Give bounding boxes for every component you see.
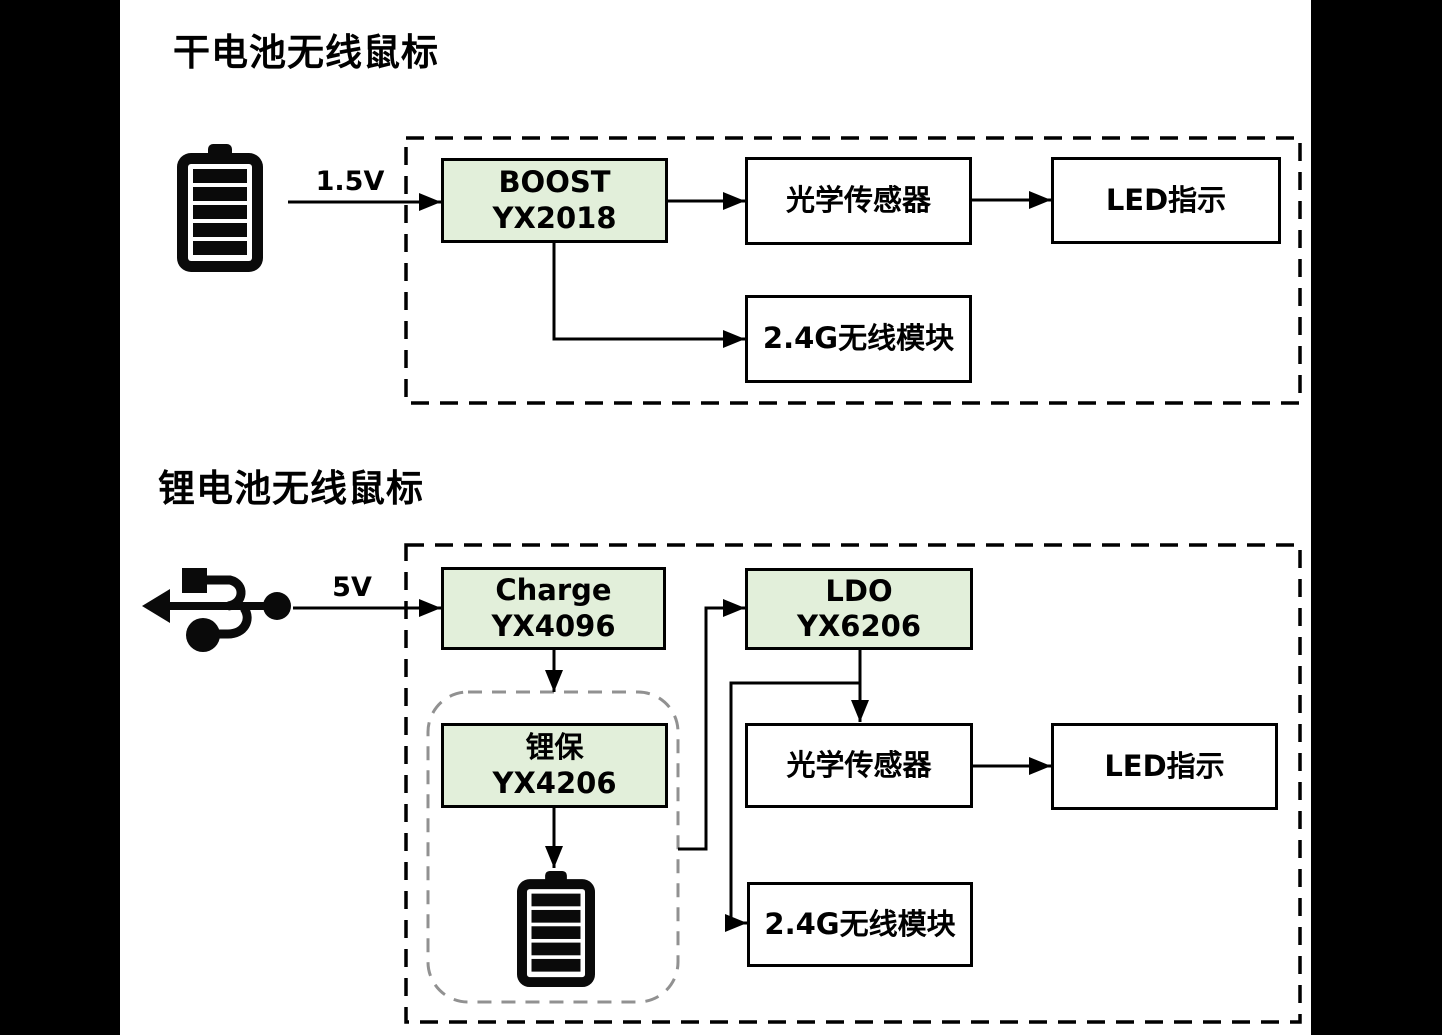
ldo-yx6206-box: LDO YX6206 — [745, 568, 973, 650]
optical-sensor-label-1: 光学传感器 — [785, 183, 931, 218]
charge-yx4096-box: Charge YX4096 — [441, 567, 666, 650]
led-indicator-box-1: LED指示 — [1051, 157, 1281, 244]
protection-label-line1: 锂保 — [525, 730, 584, 765]
wire-ldo-to-wireless — [725, 681, 860, 932]
charge-label-line2: YX4096 — [491, 608, 616, 643]
wireless-module-box-1: 2.4G无线模块 — [745, 295, 972, 383]
optical-sensor-label-2: 光学传感器 — [786, 747, 932, 782]
wire-boost-to-wireless — [552, 243, 745, 348]
led-indicator-label-2: LED指示 — [1104, 748, 1225, 783]
boost-label-line1: BOOST — [498, 165, 611, 200]
ldo-label-line2: YX6206 — [796, 609, 922, 643]
charge-label-line1: Charge — [495, 573, 612, 608]
wireless-module-label-2: 2.4G无线模块 — [764, 906, 956, 941]
protection-yx4206-box: 锂保 YX4206 — [441, 723, 668, 808]
wire-battery-to-ldo — [678, 599, 745, 851]
ldo-label-line1: LDO — [825, 573, 893, 608]
boost-label-line2: YX2018 — [492, 200, 617, 235]
wireless-module-label-1: 2.4G无线模块 — [762, 321, 955, 356]
voltage-label-1v5: 1.5V — [315, 166, 385, 197]
boost-yx2018-box: BOOST YX2018 — [441, 158, 668, 243]
wireless-module-box-2: 2.4G无线模块 — [747, 882, 973, 967]
left-black-bar — [0, 0, 120, 1035]
led-indicator-box-2: LED指示 — [1051, 723, 1278, 810]
diagram2-title: 锂电池无线鼠标 — [158, 467, 424, 510]
battery-icon-stored — [517, 870, 595, 988]
optical-sensor-box-2: 光学传感器 — [745, 723, 973, 808]
protection-label-line2: YX4206 — [492, 765, 617, 800]
optical-sensor-box-1: 光学传感器 — [745, 157, 972, 245]
voltage-label-5v: 5V — [332, 572, 372, 603]
diagram2-dashed-frame — [404, 543, 1302, 1024]
diagram1-dashed-frame — [404, 136, 1302, 405]
usb-icon — [140, 556, 295, 660]
battery-icon — [177, 144, 263, 272]
led-indicator-label-1: LED指示 — [1105, 182, 1227, 217]
right-black-bar — [1311, 0, 1442, 1035]
diagram1-title: 干电池无线鼠标 — [173, 31, 439, 74]
